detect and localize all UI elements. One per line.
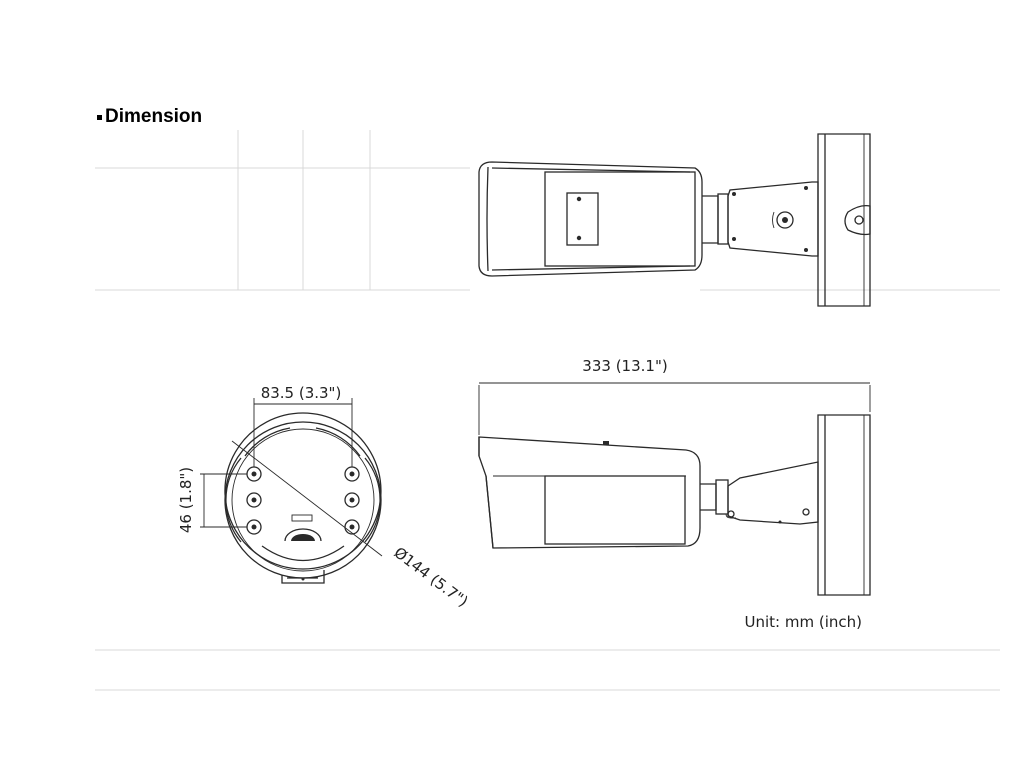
unit-note: Unit: mm (inch) <box>745 613 862 631</box>
faint-grid <box>95 130 1000 691</box>
dim-length-label: 333 (13.1") <box>582 357 667 375</box>
section-title: Dimension <box>105 106 203 127</box>
section-heading: Dimension <box>97 106 202 128</box>
mount-holes <box>246 466 360 535</box>
base-view <box>200 398 383 584</box>
side-view <box>478 382 871 596</box>
bullet-icon <box>97 115 102 120</box>
dim-vertical-label: 46 (1.8") <box>177 467 195 533</box>
dim-diameter-label: Ø144 (5.7") <box>391 543 472 610</box>
dim-horizontal-label: 83.5 (3.3") <box>261 384 342 402</box>
top-view <box>478 133 871 307</box>
